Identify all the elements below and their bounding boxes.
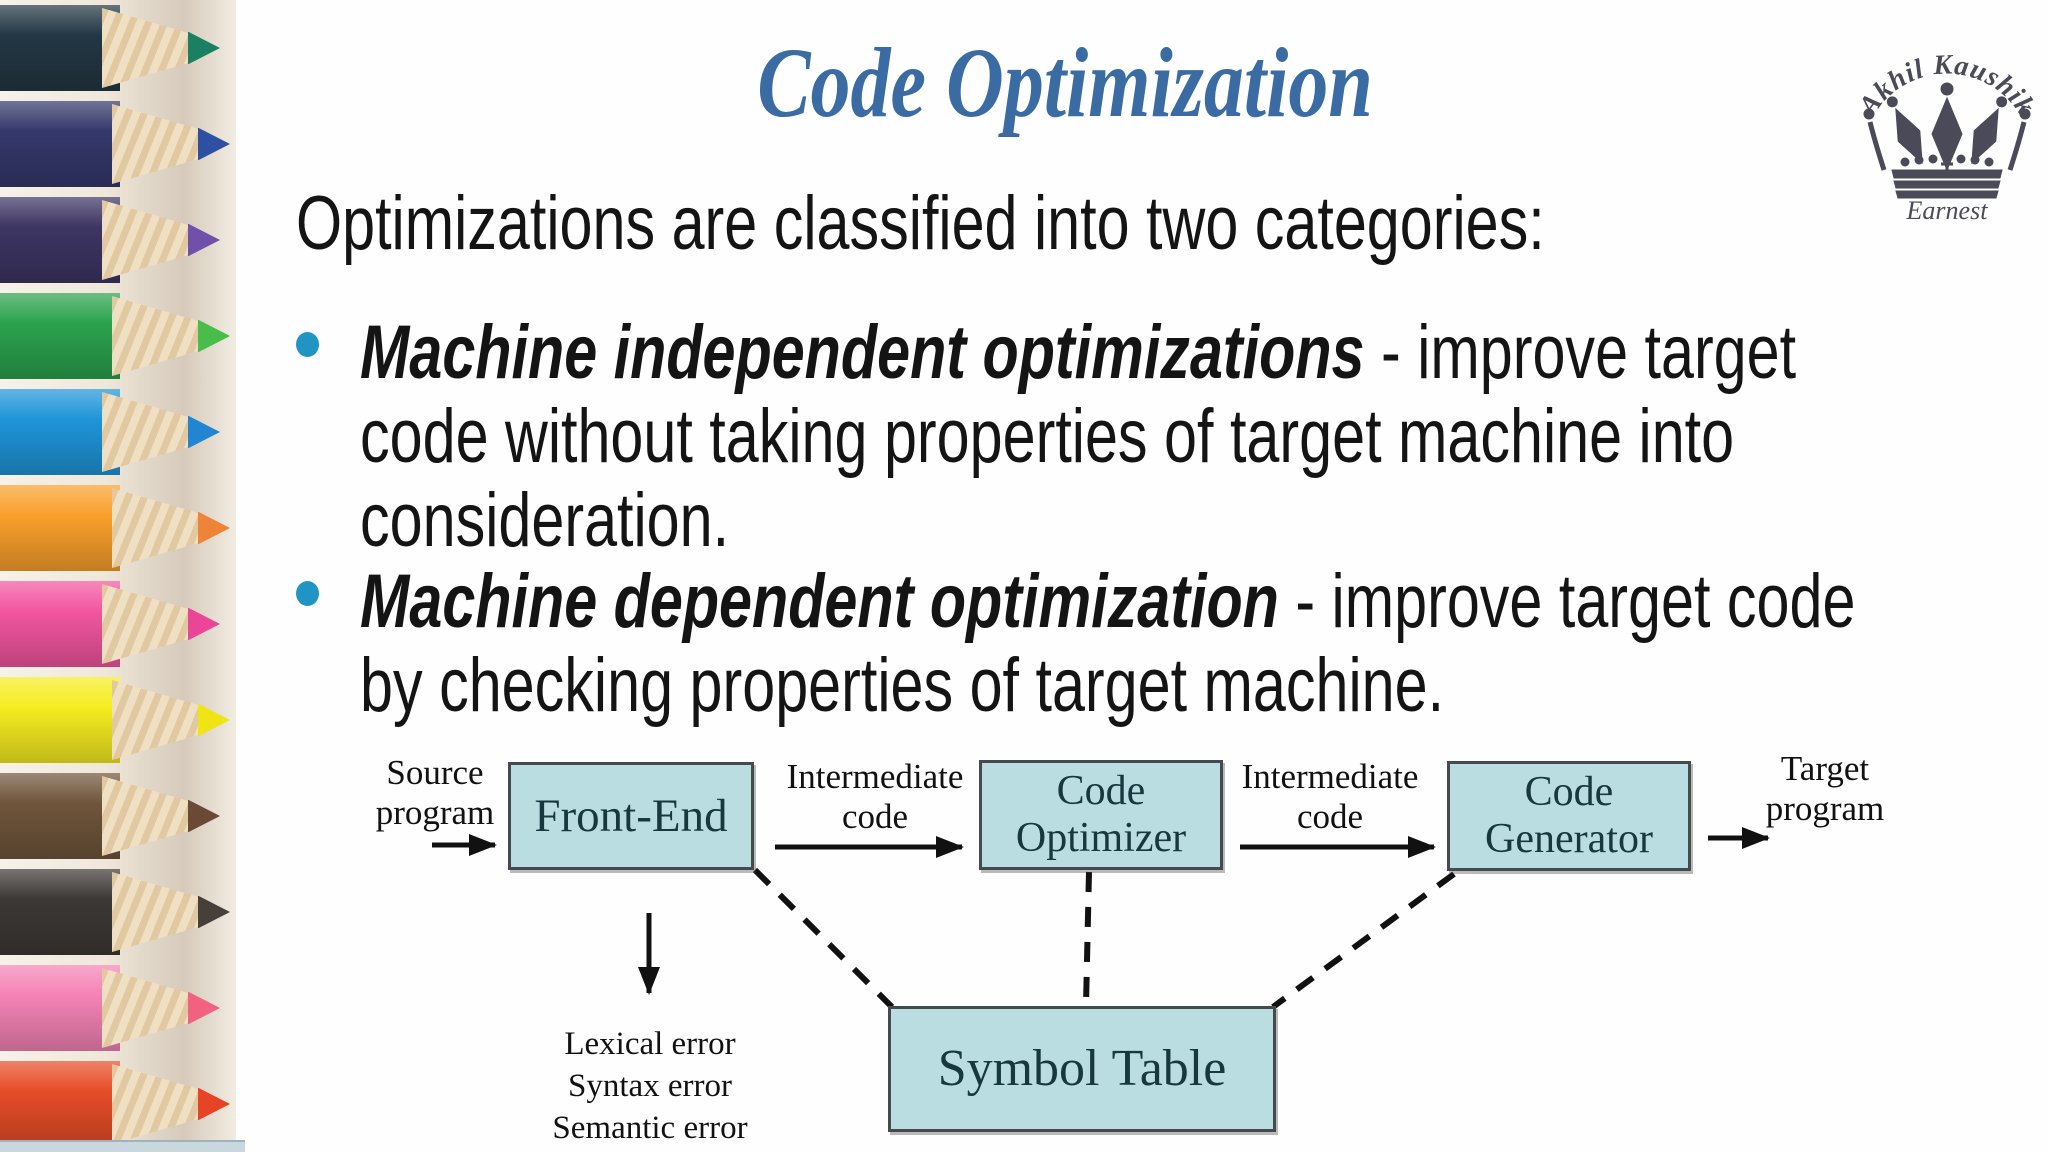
compiler-phases-diagram: Source program Intermediate code Interme… bbox=[240, 735, 2048, 1152]
label-intermediate-code-1: Intermediate code bbox=[786, 757, 964, 836]
bullet-item: Machine dependent optimization - improve… bbox=[360, 560, 1920, 728]
crown-icon bbox=[1863, 82, 2031, 199]
page-title: Code Optimization bbox=[757, 27, 1373, 138]
code-generator-box: Code Generator bbox=[1447, 761, 1691, 871]
pencil bbox=[0, 1056, 236, 1152]
error-list: Lexical error Syntax error Semantic erro… bbox=[510, 1023, 790, 1150]
pencil bbox=[0, 960, 236, 1056]
pencil bbox=[0, 480, 236, 576]
diagram-connectors bbox=[432, 827, 1770, 1010]
label-source-program: Source program bbox=[375, 753, 495, 832]
error-item: Syntax error bbox=[567, 1068, 733, 1105]
code-optimizer-box: Code Optimizer bbox=[979, 760, 1223, 870]
intro-text: Optimizations are classified into two ca… bbox=[296, 181, 1545, 266]
symbol-table-box: Symbol Table bbox=[888, 1006, 1276, 1132]
bullet-lead: Machine dependent optimization bbox=[360, 559, 1279, 644]
logo-tagline: Earnest bbox=[1906, 196, 1989, 222]
dashed-optimizer-symboltable bbox=[1083, 871, 1092, 1006]
pencil bbox=[0, 576, 236, 672]
bullet-dot bbox=[296, 581, 319, 606]
label-intermediate-code-2: Intermediate code bbox=[1241, 757, 1419, 836]
colored-pencils-strip bbox=[0, 0, 236, 1152]
pencil bbox=[0, 192, 236, 288]
bullet-rest: - improve target code by checking proper… bbox=[360, 559, 1856, 728]
pencil bbox=[0, 384, 236, 480]
bullet-item: Machine independent optimizations - impr… bbox=[360, 311, 1920, 563]
pencil bbox=[0, 288, 236, 384]
bullet-lead: Machine independent optimizations bbox=[360, 310, 1365, 395]
pencil bbox=[0, 672, 236, 768]
dashed-generator-symboltable bbox=[1271, 871, 1456, 1010]
pencil bbox=[0, 768, 236, 864]
bullet-dot bbox=[296, 332, 319, 357]
akhil-kaushik-logo: Akhil Kaushik bbox=[1852, 49, 2040, 222]
bullet-rest: - improve target code without taking pro… bbox=[360, 310, 1797, 563]
dashed-frontend-symboltable bbox=[752, 867, 895, 1010]
pencil bbox=[0, 96, 236, 192]
pencil bbox=[0, 864, 236, 960]
label-target-program: Target program bbox=[1765, 749, 1885, 828]
error-item: Semantic error bbox=[552, 1110, 748, 1147]
strip-bottom-bar bbox=[0, 1140, 245, 1152]
pencil bbox=[0, 0, 236, 96]
front-end-box: Front-End bbox=[508, 762, 754, 870]
error-item: Lexical error bbox=[564, 1026, 736, 1062]
